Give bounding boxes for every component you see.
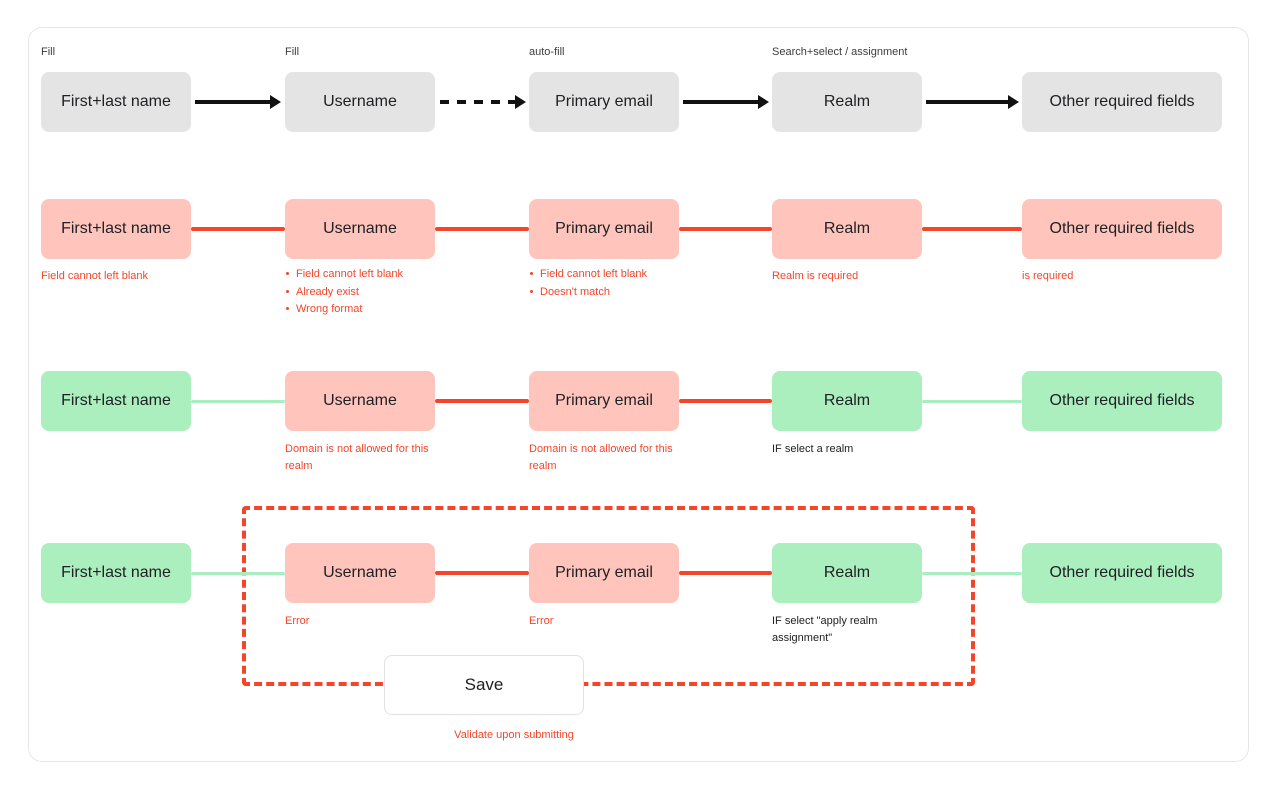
note-primary-email-error-generic: Error xyxy=(529,615,554,627)
node-first-last-name-valid-row4[interactable]: First+last name xyxy=(41,543,191,603)
arrow-realm-to-other-required-fields xyxy=(926,95,1019,109)
node-other-required-fields-valid-row3[interactable]: Other required fields xyxy=(1022,371,1222,431)
node-primary-email-error[interactable]: Primary email xyxy=(529,199,679,259)
column-label-username: Fill xyxy=(285,46,300,58)
node-username-error[interactable]: Username xyxy=(285,199,435,259)
save-button[interactable]: Save xyxy=(384,655,584,715)
validate-on-submit-region xyxy=(242,506,975,686)
note-username-error-item: Field cannot left blank xyxy=(285,266,495,284)
connector-row2-1 xyxy=(191,227,285,231)
note-username-domain-not-allowed: Domain is not allowed for this realm xyxy=(285,443,429,473)
note-validate-upon-submitting: Validate upon submitting xyxy=(454,729,574,741)
connector-row3-4 xyxy=(922,400,1022,403)
arrow-first-last-name-to-username xyxy=(195,95,281,109)
note-realm-required: Realm is required xyxy=(772,270,859,282)
node-primary-email-domain-error[interactable]: Primary email xyxy=(529,371,679,431)
node-username-domain-error[interactable]: Username xyxy=(285,371,435,431)
note-username-error-generic: Error xyxy=(285,615,310,627)
note-primary-email-error-item: Field cannot left blank xyxy=(529,266,739,284)
connector-row3-3 xyxy=(679,399,772,403)
node-username-default[interactable]: Username xyxy=(285,72,435,132)
connector-row3-2 xyxy=(435,399,529,403)
arrow-username-to-primary-email-dashed xyxy=(440,95,526,109)
note-primary-email-error-item: Doesn't match xyxy=(529,284,739,302)
arrow-primary-email-to-realm xyxy=(683,95,769,109)
note-primary-email-errors: Field cannot left blank Doesn't match xyxy=(529,266,739,301)
note-realm-if-select-a-realm: IF select a realm xyxy=(772,443,854,455)
column-label-primary-email: auto-fill xyxy=(529,46,565,58)
node-first-last-name-error[interactable]: First+last name xyxy=(41,199,191,259)
note-primary-email-domain-not-allowed: Domain is not allowed for this realm xyxy=(529,443,673,473)
node-first-last-name-valid-row3[interactable]: First+last name xyxy=(41,371,191,431)
node-other-required-fields-error[interactable]: Other required fields xyxy=(1022,199,1222,259)
node-realm-error[interactable]: Realm xyxy=(772,199,922,259)
connector-row4-1 xyxy=(191,572,285,575)
node-primary-email-submit-error[interactable]: Primary email xyxy=(529,543,679,603)
connector-row4-3 xyxy=(679,571,772,575)
note-username-error-item: Wrong format xyxy=(285,301,495,319)
connector-row3-1 xyxy=(191,400,285,403)
note-username-errors: Field cannot left blank Already exist Wr… xyxy=(285,266,495,319)
node-other-required-fields-default[interactable]: Other required fields xyxy=(1022,72,1222,132)
connector-row4-2 xyxy=(435,571,529,575)
note-username-error-item: Already exist xyxy=(285,284,495,302)
node-first-last-name-default[interactable]: First+last name xyxy=(41,72,191,132)
column-label-first-last-name: Fill xyxy=(41,46,56,58)
connector-row2-3 xyxy=(679,227,772,231)
node-other-required-fields-valid-row4[interactable]: Other required fields xyxy=(1022,543,1222,603)
connector-row2-4 xyxy=(922,227,1022,231)
connector-row2-2 xyxy=(435,227,529,231)
node-realm-valid-row4[interactable]: Realm xyxy=(772,543,922,603)
node-realm-valid-row3[interactable]: Realm xyxy=(772,371,922,431)
node-realm-default[interactable]: Realm xyxy=(772,72,922,132)
note-other-required-fields-required: is required xyxy=(1022,270,1074,282)
node-primary-email-default[interactable]: Primary email xyxy=(529,72,679,132)
column-label-realm: Search+select / assignment xyxy=(772,46,908,58)
connector-row4-4 xyxy=(922,572,1022,575)
note-first-last-name-required: Field cannot left blank xyxy=(41,270,149,282)
node-username-submit-error[interactable]: Username xyxy=(285,543,435,603)
note-realm-apply-realm-assignment: IF select "apply realm assignment" xyxy=(772,615,878,645)
